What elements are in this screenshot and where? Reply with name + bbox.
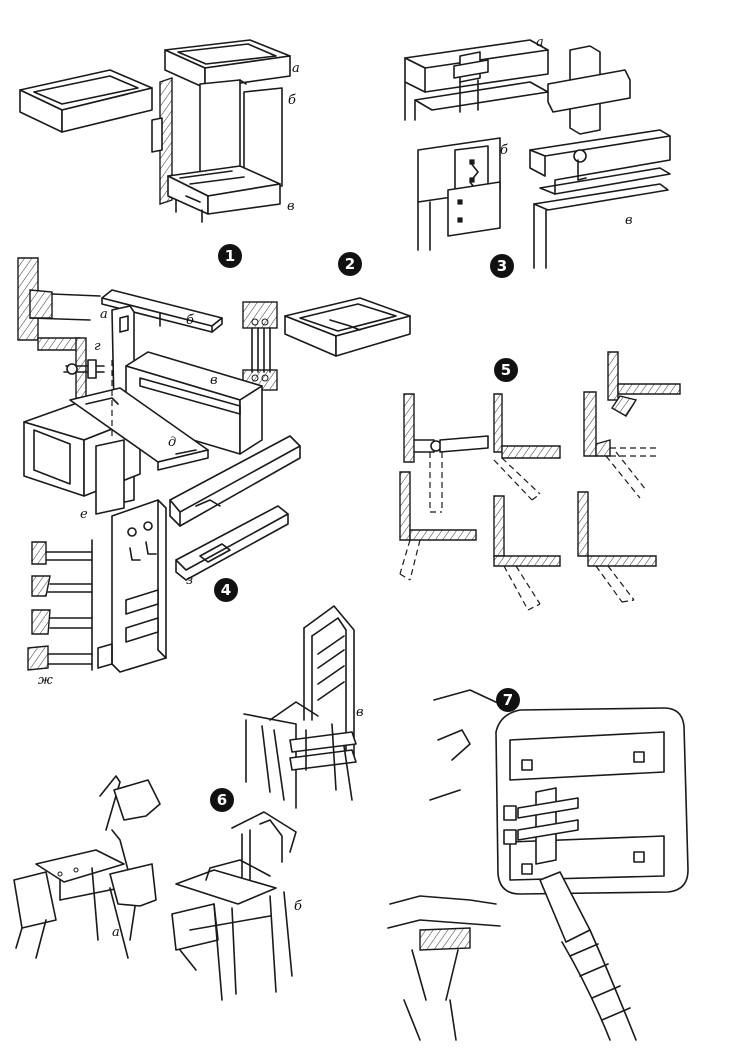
figure-6-badge: 6 — [210, 788, 234, 812]
figure-1-label-a: а — [292, 61, 300, 76]
figure-4-label-zh: ж — [38, 673, 53, 688]
figure-5-number: 5 — [501, 361, 511, 379]
figure-1-drawer-cabinet — [19, 39, 291, 223]
figure-7-number: 7 — [503, 691, 513, 709]
figure-4-label-a: а — [100, 307, 108, 322]
figure-2-badge: 2 — [338, 252, 362, 276]
figure-4-label-b: б — [186, 313, 194, 328]
figure-6-chairs — [13, 605, 357, 1001]
figure-4-number: 4 — [221, 581, 231, 599]
figure-4-label-e: е — [80, 507, 88, 522]
figure-3-label-b: б — [500, 143, 508, 158]
figure-3-label-v: в — [625, 213, 633, 228]
figure-2-number: 2 — [345, 255, 355, 273]
figure-4-joinery-panel — [17, 257, 301, 673]
figure-6-label-a: а — [112, 925, 120, 940]
figure-4-label-g: г — [94, 339, 101, 354]
figure-4-badge: 4 — [214, 578, 238, 602]
figure-6-label-b: б — [294, 899, 302, 914]
figure-3-drawer-runners — [404, 39, 671, 269]
figure-7-badge: 7 — [496, 688, 520, 712]
figure-4-label-v: в — [210, 373, 218, 388]
figure-7-vacuum-clamp — [387, 689, 689, 1041]
figure-1-label-b: б — [288, 93, 296, 108]
figure-3-badge: 3 — [490, 254, 514, 278]
figure-5-hinge-sections — [399, 351, 681, 611]
figure-6-label-v: в — [356, 705, 364, 720]
figure-4-label-d: д — [168, 435, 176, 450]
figure-6-number: 6 — [217, 791, 227, 809]
figure-1-label-v: в — [287, 199, 295, 214]
figure-5-badge: 5 — [494, 358, 518, 382]
figure-1-badge: 1 — [218, 244, 242, 268]
figure-1-number: 1 — [225, 247, 235, 265]
figure-2-drawer-profile — [242, 297, 411, 391]
figure-3-label-a: а — [536, 35, 544, 50]
figure-3-number: 3 — [497, 257, 507, 275]
figure-4-label-z: з — [186, 573, 193, 588]
